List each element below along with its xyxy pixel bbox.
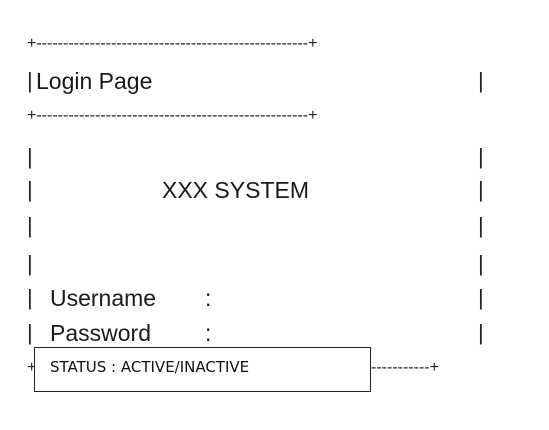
status-box: STATUS : ACTIVE/INACTIVE xyxy=(34,347,371,392)
left-border-pipe: | xyxy=(27,177,33,202)
top-border-line: +---------------------------------------… xyxy=(27,35,318,52)
left-border-pipe: | xyxy=(27,144,33,169)
username-separator: : xyxy=(205,285,212,311)
left-border-pipe: | xyxy=(27,320,33,345)
left-border-pipe: | xyxy=(27,251,33,276)
right-border-pipe: | xyxy=(478,177,484,202)
bottom-border-left-corner: + xyxy=(27,359,37,376)
left-border-pipe: | xyxy=(27,68,33,93)
password-label: Password xyxy=(50,320,151,346)
bottom-border-line: -----------+ xyxy=(371,359,439,376)
right-border-pipe: | xyxy=(478,285,484,310)
header-divider-line: +---------------------------------------… xyxy=(27,107,318,124)
left-border-pipe: | xyxy=(27,285,33,310)
page-title: Login Page xyxy=(36,68,153,94)
system-name: XXX SYSTEM xyxy=(162,177,309,203)
password-separator: : xyxy=(205,320,212,346)
right-border-pipe: | xyxy=(478,144,484,169)
left-border-pipe: | xyxy=(27,213,33,238)
right-border-pipe: | xyxy=(478,68,484,93)
right-border-pipe: | xyxy=(478,320,484,345)
status-text: STATUS : ACTIVE/INACTIVE xyxy=(50,358,250,376)
right-border-pipe: | xyxy=(478,213,484,238)
right-border-pipe: | xyxy=(478,251,484,276)
username-label: Username xyxy=(50,285,157,311)
